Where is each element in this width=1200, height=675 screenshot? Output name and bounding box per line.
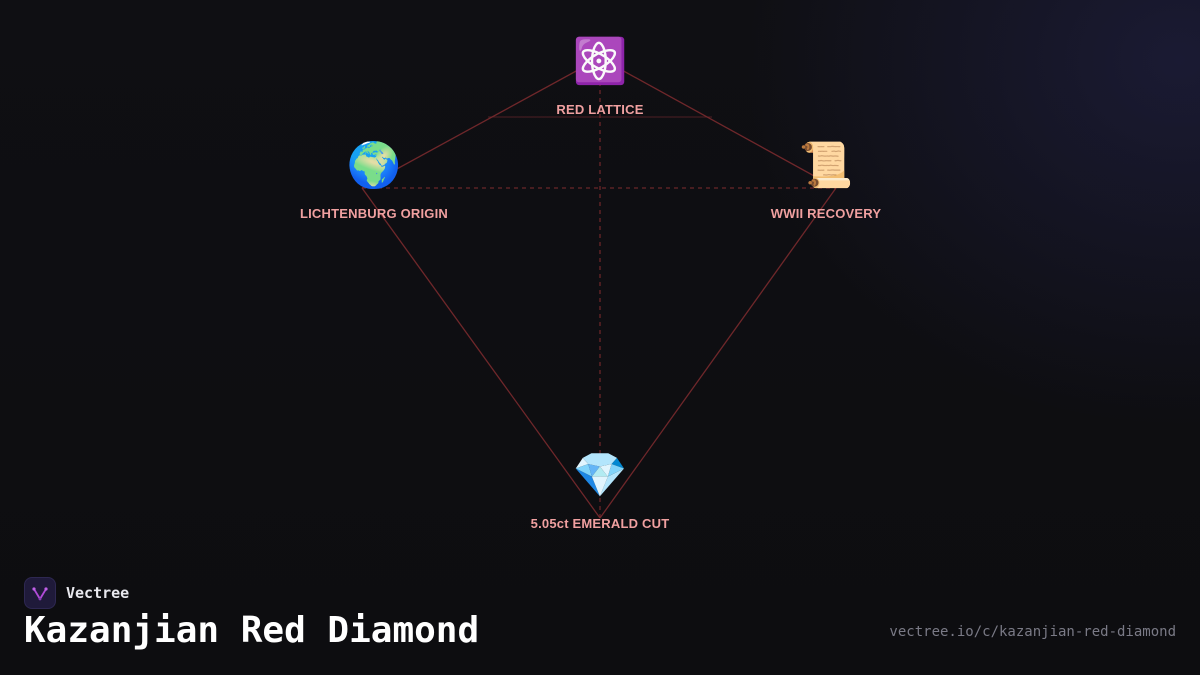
edge-red-lattice-to-wwii-recovery [599, 57, 837, 189]
node-wwii-recovery[interactable]: 📜 WWII RECOVERY [706, 140, 946, 221]
edge-wwii-recovery-to-emerald-cut [599, 187, 837, 519]
atom-icon: ⚛️ [572, 36, 628, 87]
globe-icon: 🌍 [346, 140, 402, 191]
node-emerald-cut[interactable]: 💎 5.05ct EMERALD CUT [480, 450, 720, 531]
vectree-logo-icon [24, 577, 56, 609]
brand-name: Vectree [66, 584, 130, 602]
node-label: WWII RECOVERY [770, 206, 882, 221]
node-label: 5.05ct EMERALD CUT [530, 516, 670, 531]
edge-lichtenburg-origin-to-emerald-cut [361, 187, 601, 519]
gem-icon: 💎 [572, 450, 628, 501]
edge-red-lattice-to-lichtenburg-origin [361, 57, 601, 189]
node-red-lattice[interactable]: ⚛️ RED LATTICE [480, 36, 720, 117]
page-url[interactable]: vectree.io/c/kazanjian-red-diamond [889, 624, 1176, 640]
brand[interactable]: Vectree [24, 577, 129, 609]
scroll-icon: 📜 [798, 140, 854, 191]
page-title: Kazanjian Red Diamond [24, 610, 480, 651]
node-label: LICHTENBURG ORIGIN [299, 206, 449, 221]
node-label: RED LATTICE [556, 102, 644, 117]
node-lichtenburg-origin[interactable]: 🌍 LICHTENBURG ORIGIN [254, 140, 494, 221]
